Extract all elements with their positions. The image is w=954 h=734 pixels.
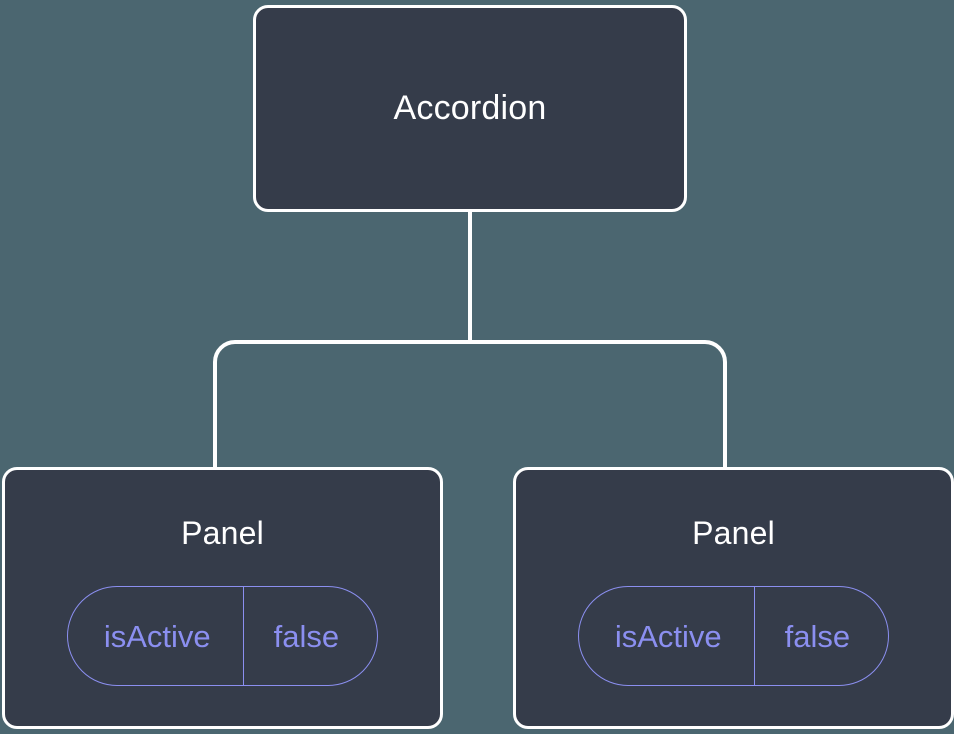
prop-badge-panel-2[interactable]: isActive false	[577, 586, 890, 687]
node-title-panel-2: Panel	[692, 515, 775, 551]
connector-branch-left	[213, 340, 470, 472]
connector-branch-right	[470, 340, 727, 472]
tree-node-accordion[interactable]: Accordion	[253, 5, 687, 212]
prop-key-panel-1: isActive	[103, 618, 211, 654]
prop-value-panel-1: false	[242, 587, 377, 686]
prop-badge-panel-1[interactable]: isActive false	[66, 586, 379, 687]
tree-node-panel-2[interactable]: Panel isActive false	[513, 467, 954, 729]
tree-node-panel-1[interactable]: Panel isActive false	[2, 467, 443, 729]
prop-key-panel-2: isActive	[614, 618, 722, 654]
prop-value-panel-2: false	[753, 587, 888, 686]
node-title-panel-1: Panel	[181, 515, 264, 551]
node-title-accordion: Accordion	[393, 88, 547, 127]
